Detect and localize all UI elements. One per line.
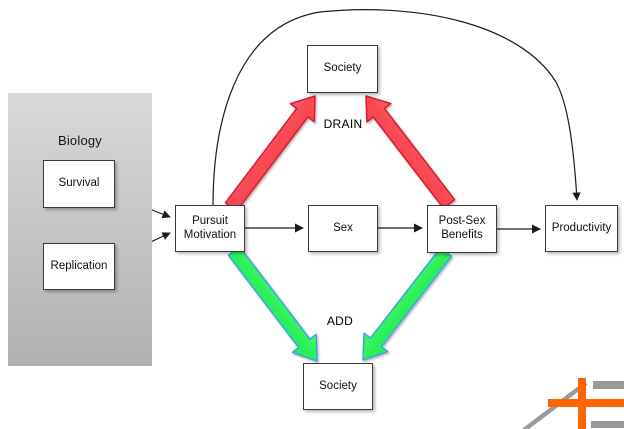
curve-pursuit-to-productivity (212, 9, 581, 207)
node-replication: Replication (43, 243, 115, 290)
add-label: ADD (326, 314, 354, 328)
biology-group-panel (8, 93, 152, 366)
node-society-bottom: Society (303, 363, 373, 410)
add-arrow-right (362, 246, 453, 361)
biology-group-label: Biology (57, 133, 103, 148)
node-pursuit-motivation: Pursuit Motivation (175, 205, 245, 252)
ae-logo-icon (522, 378, 624, 429)
drain-arrow-left (224, 95, 316, 212)
drain-arrow-right (365, 95, 456, 210)
node-society-top: Society (307, 45, 378, 93)
add-arrow-left (227, 246, 318, 362)
node-productivity: Productivity (545, 205, 618, 252)
node-sex: Sex (308, 205, 378, 252)
node-survival: Survival (43, 160, 115, 208)
drain-label: DRAIN (323, 117, 363, 131)
node-post-sex-benefits: Post-Sex Benefits (427, 205, 497, 253)
